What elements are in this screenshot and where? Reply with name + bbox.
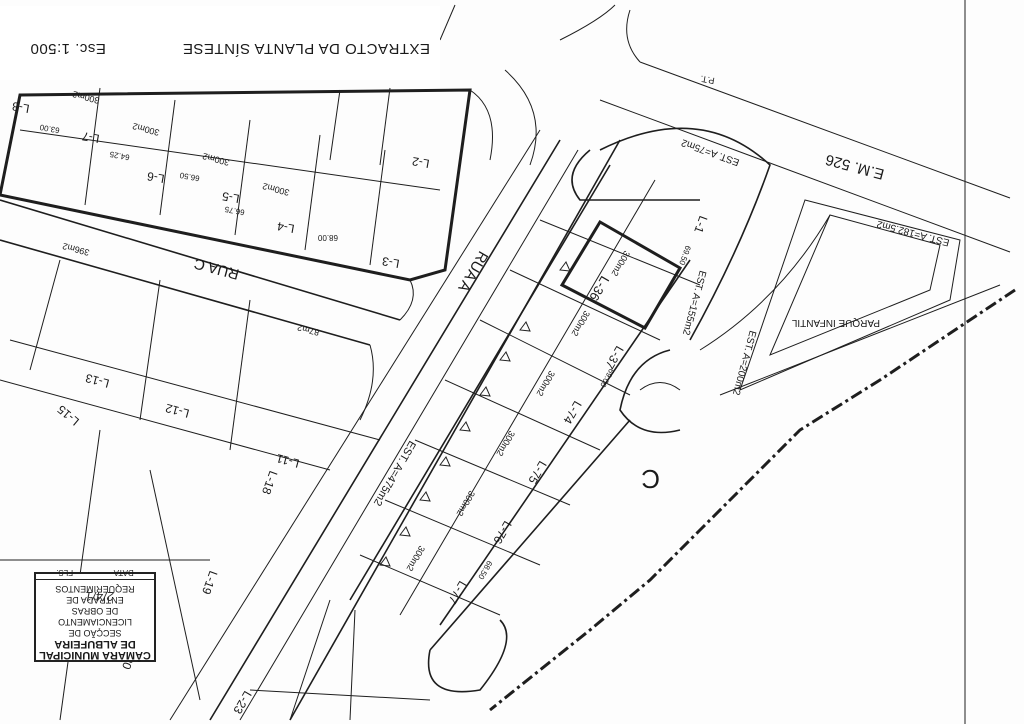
label-em-526: E.M. 526 [824, 151, 886, 183]
area-label: 300m2 [455, 489, 477, 518]
label-pt: P.T. [699, 74, 715, 86]
lot-label: L-3 [381, 254, 401, 271]
level-label: 68.50 [476, 559, 494, 581]
area-label: 87m2 [296, 322, 320, 337]
property-boundary [489, 288, 1016, 712]
label-est-182: EST. A=182.5m2 [875, 218, 950, 248]
area-label: 300m2 [71, 89, 100, 106]
lot-label: L-5 [221, 189, 241, 206]
rua-a-road [169, 69, 621, 721]
title-label: EXTRACTO DA PLANTA SÍNTESE [182, 40, 430, 57]
label-est-200: EST. A=200m2 [730, 329, 758, 396]
municipal-stamp: CÂMARA MUNICIPAL DE ALBUFEIRA SECÇÃO DE … [34, 568, 156, 662]
lot-label: L-7 [81, 129, 101, 146]
parque-infantil-area [699, 199, 1001, 396]
lot-label: L-75 [525, 459, 549, 487]
label-rua-c: RUA C [192, 254, 241, 282]
lot-label: L-15 [54, 402, 82, 428]
stamp-fields: DATA FLS. [36, 568, 154, 580]
level-label: 64.25 [109, 149, 131, 161]
lot-label: L-74 [560, 399, 584, 427]
em-526-road [439, 4, 1011, 253]
area-label: 300m2 [405, 544, 427, 573]
level-label: 66.75 [224, 204, 246, 216]
stamp-line1: CÂMARA MUNICIPAL [39, 649, 151, 661]
label-parque: PARQUE INFANTIL [791, 317, 880, 328]
rua-c-road [0, 199, 414, 421]
level-label: 68.00 [317, 233, 338, 242]
stamp-line3: SECÇÃO DE LICENCIAMENTO [58, 617, 132, 638]
level-label: 69.00 [598, 367, 616, 389]
label-est-155: EST. A=155m2 [680, 269, 708, 336]
parking-markers [379, 261, 571, 567]
stamp-line2: DE ALBUFEIRA [54, 638, 136, 650]
upper-lot-block [0, 87, 472, 282]
lot-label: L-23 [230, 689, 254, 717]
lower-road [249, 419, 631, 721]
lot-label: L-13 [84, 371, 111, 391]
level-label: 63.00 [39, 122, 61, 134]
lot-label: L-6 [146, 169, 166, 186]
area-label: 300m2 [535, 369, 557, 398]
lot-label: L-76 [490, 519, 514, 547]
lot-label: L-1 [691, 214, 710, 235]
lot-label: L-19 [199, 569, 220, 597]
title-box: EXTRACTO DA PLANTA SÍNTESE Esc. 1:500 [0, 6, 440, 80]
highlighted-lot-l36 [559, 219, 683, 330]
lot-label: L-2 [411, 154, 431, 171]
stamp-line4: DE OBRAS [71, 606, 119, 616]
lot-label: L-37 [602, 344, 626, 372]
area-label: 300m2 [131, 121, 160, 138]
level-label: 69.50 [677, 244, 692, 266]
area-label: 300m2 [495, 429, 517, 458]
area-label: 300m2 [261, 181, 290, 198]
lot-label: L-18 [259, 469, 280, 497]
lot-label: L-12 [164, 401, 191, 421]
stamp-field-fls: FLS. [56, 568, 74, 577]
central-lot-strip [349, 127, 771, 626]
area-label: 300m2 [201, 151, 230, 168]
lot-label: L-4 [276, 219, 296, 236]
scale-label: Esc. 1:500 [30, 40, 106, 57]
lot-label: L-8 [11, 99, 31, 116]
label-rua-a: RUA A [454, 248, 491, 295]
plan-title: EXTRACTO DA PLANTA SÍNTESE Esc. 1:500 [30, 40, 430, 57]
lot-label: L-11 [274, 451, 300, 471]
area-label: 396m2 [61, 241, 90, 258]
stamp-field-data: DATA [113, 568, 134, 577]
lot-label: L-77 [445, 579, 469, 607]
label-zone-c: C [641, 464, 660, 494]
stamp-handwritten: 2/4/1 [85, 589, 114, 604]
level-label: 66.50 [179, 170, 201, 182]
area-label: 300m2 [570, 309, 592, 338]
